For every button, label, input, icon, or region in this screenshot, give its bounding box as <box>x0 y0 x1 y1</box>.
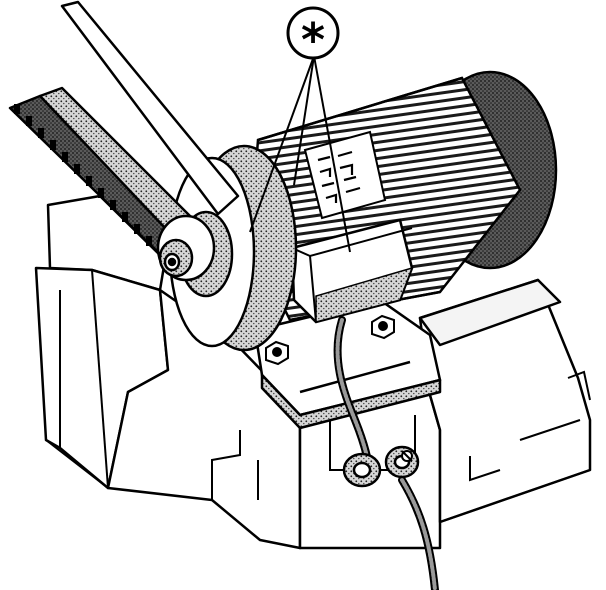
motor-rating-plate <box>303 130 387 220</box>
mounting-bolt <box>371 314 395 340</box>
mounting-bolt <box>265 340 289 366</box>
cable-gland <box>342 452 382 488</box>
terminal-box <box>290 218 414 324</box>
callout-leader-lines <box>249 55 351 253</box>
callout-marker: * <box>286 6 340 67</box>
machine-base <box>34 194 592 550</box>
ground-screw <box>401 450 413 462</box>
electric-motor <box>248 70 558 324</box>
callout-symbol: * <box>301 13 325 67</box>
cable-gland <box>384 445 420 479</box>
conveyor-arm <box>8 0 240 282</box>
